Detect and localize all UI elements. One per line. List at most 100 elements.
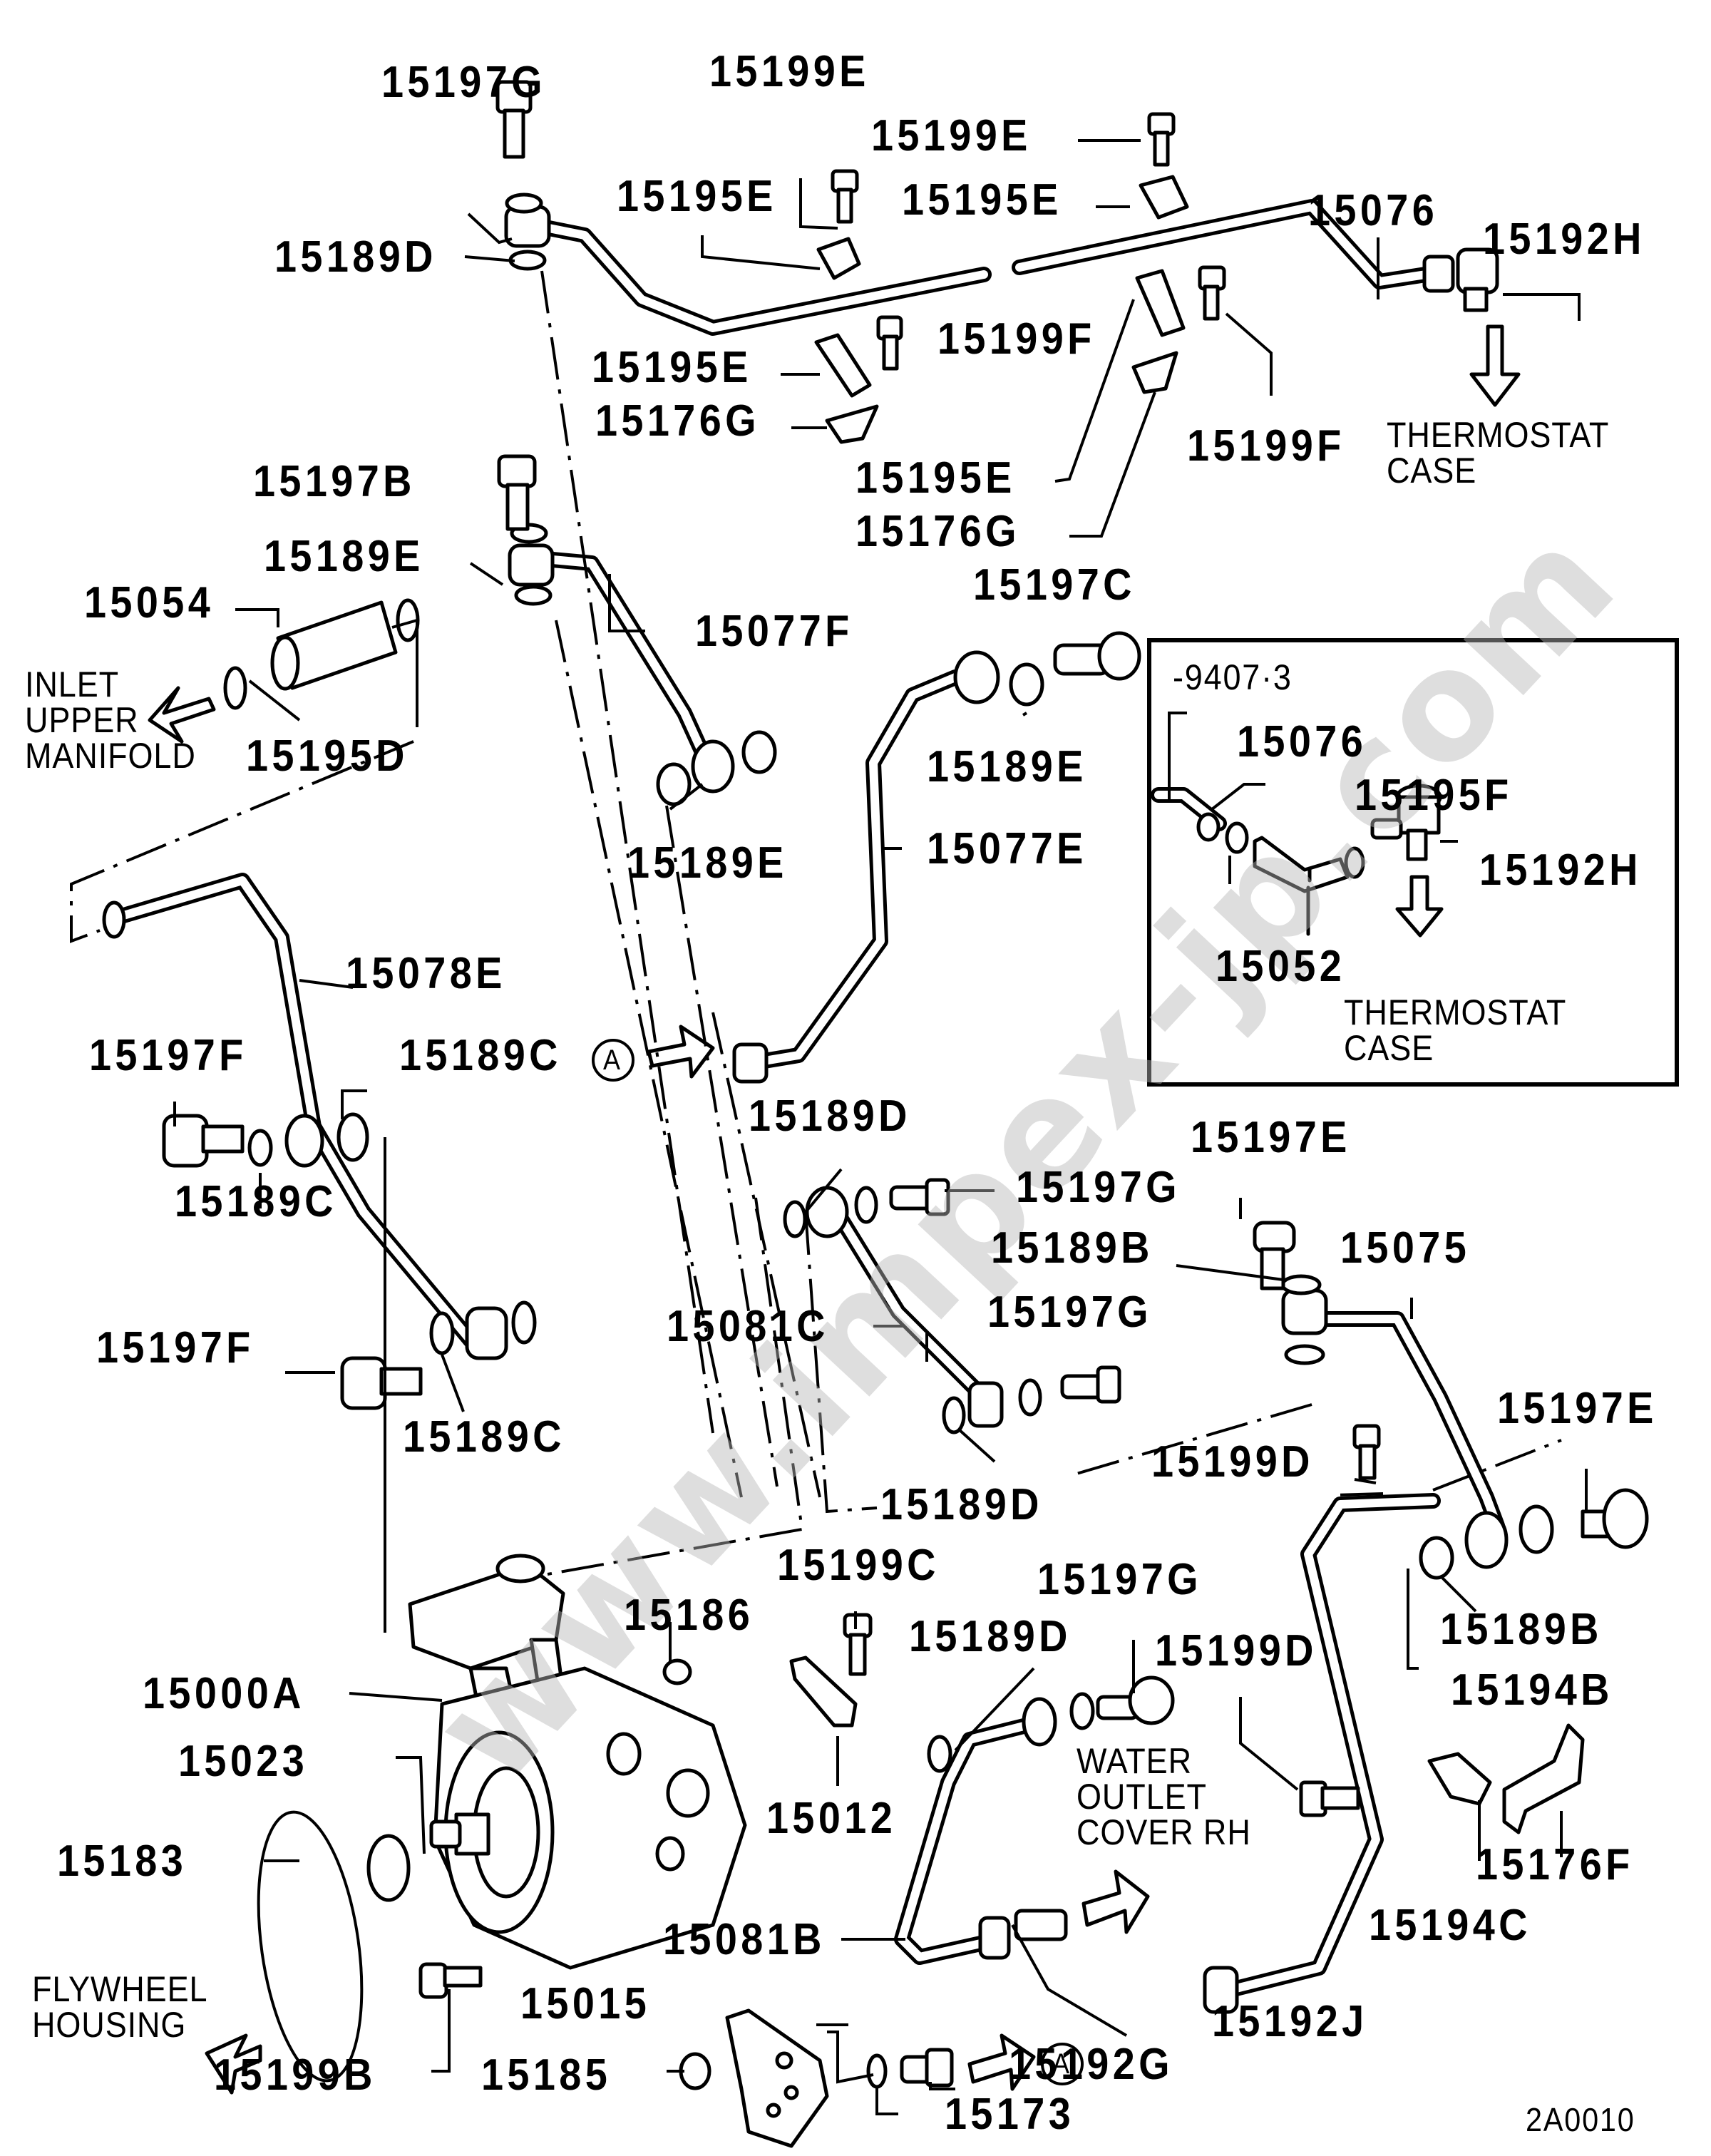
part-label[interactable]: 15197G <box>1037 1555 1202 1604</box>
bolt-15197G-bottom <box>1096 1675 1175 1725</box>
part-label[interactable]: 15194B <box>1451 1665 1613 1715</box>
clamp-15195E-d <box>1135 269 1186 337</box>
fitting-15192H <box>1422 247 1499 312</box>
part-label[interactable]: 15176F <box>1476 1840 1634 1889</box>
part-label[interactable]: 15199D <box>1155 1626 1317 1675</box>
part-label[interactable]: 15195D <box>246 732 409 781</box>
part-label[interactable]: 15195E <box>617 172 777 221</box>
inset-date-code: -9407·3 <box>1173 657 1293 697</box>
bolt-15199E-a <box>831 169 859 224</box>
bracket-15176G-b <box>1131 351 1178 394</box>
part-label[interactable]: 15189D <box>880 1480 1043 1529</box>
bracket-15015 <box>725 2008 829 2148</box>
part-label[interactable]: 15189D <box>274 232 437 282</box>
part-label[interactable]: 15197F <box>89 1031 247 1080</box>
part-label[interactable]: 15076 <box>1308 186 1439 235</box>
clamp-15195E-c <box>814 333 872 398</box>
part-label[interactable]: 15189E <box>627 838 788 888</box>
part-label[interactable]: 15199C <box>777 1541 940 1590</box>
inset-part-label[interactable]: 15195F <box>1355 771 1513 820</box>
part-label[interactable]: 15189C <box>403 1412 565 1462</box>
part-label[interactable]: 15189C <box>175 1177 337 1226</box>
leader-15054 <box>235 608 279 627</box>
part-label[interactable]: 15197E <box>1497 1384 1658 1433</box>
marker-a-top: A <box>603 1044 621 1076</box>
part-label[interactable]: 15197G <box>987 1288 1152 1337</box>
bolt-15197G-low <box>1060 1365 1121 1404</box>
arrow-inlet-upper-manifold <box>148 686 216 744</box>
part-label[interactable]: 15185 <box>481 2050 612 2100</box>
part-label[interactable]: 15199E <box>709 47 870 96</box>
part-label[interactable]: 15199D <box>1151 1437 1314 1487</box>
inset-part-label[interactable]: 15076 <box>1237 717 1367 766</box>
bolt-15197E-upper <box>1253 1221 1296 1290</box>
bolt-15199F-a <box>876 315 903 371</box>
part-label[interactable]: 15199E <box>871 111 1032 160</box>
part-label[interactable]: 15081C <box>667 1302 829 1351</box>
part-label[interactable]: 15192H <box>1483 215 1645 264</box>
part-label[interactable]: 15197F <box>96 1323 255 1372</box>
part-label[interactable]: 15189B <box>1440 1605 1603 1654</box>
part-label[interactable]: 15192G <box>1009 2040 1173 2089</box>
marker-a-circle-top <box>592 1039 634 1082</box>
pipe-15194B <box>1203 1493 1441 2014</box>
marker-a-bottom: A <box>1052 2048 1070 2080</box>
dashline-15195D-to-15078E <box>70 740 414 943</box>
bolt-15197C <box>1053 631 1141 681</box>
part-label[interactable]: 15077F <box>695 607 853 656</box>
part-label[interactable]: 15078E <box>346 949 506 998</box>
bolt-15197B <box>497 454 537 531</box>
part-label[interactable]: 15189D <box>749 1092 911 1141</box>
part-label[interactable]: 15197E <box>1191 1113 1351 1162</box>
banjo-fitting-top <box>504 192 551 271</box>
part-label[interactable]: 15015 <box>520 1979 651 2028</box>
part-label[interactable]: 15197G <box>1016 1163 1181 1212</box>
part-label[interactable]: 15189E <box>264 532 424 581</box>
part-label[interactable]: 15197B <box>253 457 416 506</box>
diagram-code: 2A0010 <box>1526 2101 1635 2138</box>
part-label[interactable]: 15054 <box>84 578 215 627</box>
part-label[interactable]: 15075 <box>1340 1223 1471 1273</box>
part-label[interactable]: 15176G <box>595 396 760 446</box>
arrow-thermostat-case <box>1469 324 1521 407</box>
nut-15185 <box>679 2052 711 2090</box>
bolt-15199E-b <box>1147 112 1176 167</box>
part-label[interactable]: 15176G <box>856 507 1020 556</box>
part-label[interactable]: 15189D <box>909 1612 1072 1661</box>
bracket-15012 <box>789 1655 858 1728</box>
part-label[interactable]: 15192J <box>1212 1997 1368 2046</box>
inset-part-label[interactable]: 15052 <box>1216 942 1346 991</box>
leader-lines-lower <box>173 562 1588 2115</box>
part-label[interactable]: 15194C <box>1369 1901 1531 1950</box>
part-label[interactable]: 15023 <box>178 1737 309 1786</box>
part-label[interactable]: 15195E <box>902 175 1062 225</box>
part-label[interactable]: 15199F <box>937 314 1096 364</box>
part-label[interactable]: 15189C <box>399 1031 562 1080</box>
arrow-flywheel-housing <box>205 2033 262 2095</box>
leader-15195D <box>248 679 301 722</box>
part-label[interactable]: 15189E <box>927 742 1087 791</box>
inset-destination-thermostat-case: THERMOSTAT CASE <box>1344 992 1567 1068</box>
bolt-15199D-lower <box>1299 1780 1360 1817</box>
part-label[interactable]: 15197G <box>381 58 546 107</box>
part-label[interactable]: 15173 <box>945 2090 1075 2139</box>
part-label[interactable]: 15186 <box>624 1591 754 1640</box>
part-label[interactable]: 15199F <box>1187 421 1345 471</box>
pipe-15081C <box>783 1186 1042 1434</box>
inset-part-label[interactable]: 15192H <box>1479 846 1642 895</box>
union-15192G <box>900 2048 954 2088</box>
part-label[interactable]: 15000A <box>143 1669 305 1718</box>
part-label[interactable]: 15189B <box>991 1223 1153 1273</box>
part-label[interactable]: 15199B <box>214 2050 376 2100</box>
injection-pump-15000A <box>408 1554 747 1970</box>
oring-15183 <box>257 1810 364 2083</box>
part-label[interactable]: 15195E <box>856 453 1016 503</box>
part-label[interactable]: 15012 <box>766 1794 897 1843</box>
part-label[interactable]: 15195E <box>592 343 752 392</box>
part-label[interactable]: 15197C <box>973 560 1136 610</box>
part-label[interactable]: 15183 <box>57 1837 187 1886</box>
part-label[interactable]: 15081B <box>663 1915 826 1964</box>
part-label[interactable]: 15077E <box>927 824 1087 873</box>
pipe-15075 <box>1280 1274 1554 1580</box>
